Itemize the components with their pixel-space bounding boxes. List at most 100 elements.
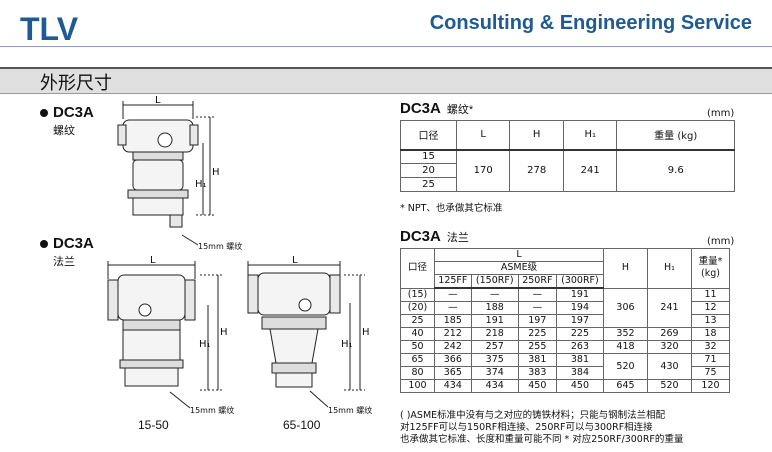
cell-H: 645: [603, 379, 648, 393]
cell-L: 170: [455, 148, 511, 192]
dimension-table-flanged: 口径 L H H₁ 重量* (kg) ASME级 125FF (150RF) 2…: [400, 248, 730, 393]
cell-weight: 11: [691, 287, 730, 302]
cell-L: 194: [555, 301, 605, 315]
unit-screwed: (mm): [707, 108, 735, 119]
table-row: 65 366 375 381 381 520 430 71: [400, 353, 730, 380]
cell-size: 100: [400, 379, 435, 393]
table-row: (20) — 188 — 194 12: [400, 301, 730, 315]
dim-H1-flanged-small: H₁: [199, 339, 211, 350]
model-label-screwed: DC3A: [40, 104, 94, 121]
cell-L: —: [470, 287, 519, 302]
cell-size: 25: [400, 314, 435, 328]
cell-L: 434: [434, 379, 472, 393]
cell-L: 225: [555, 327, 605, 341]
caption-65-100: 65-100: [283, 418, 321, 432]
cell-weight: 9.6: [616, 148, 735, 192]
cell-size: (15): [400, 287, 435, 302]
cell-H1: 320: [647, 340, 692, 354]
cell-H: 520: [603, 353, 648, 380]
cell-L: 255: [517, 340, 557, 354]
table-row: 50 242 257 255 263 418 320 32: [400, 340, 730, 354]
cell-L: 374: [470, 366, 519, 380]
note-line: 也承做其它标准、长度和重量可能不同 * 对应250RF/300RF的重量: [400, 434, 684, 445]
bullet-icon: [40, 240, 48, 249]
table-row: 100 434 434 450 450 645 520 120: [400, 379, 730, 393]
callout-flanged-large: 15mm 螺纹: [328, 405, 372, 415]
cell-L: 263: [555, 340, 605, 354]
connection-label-screwed: 螺纹: [53, 124, 75, 137]
header-250rf: 250RF: [517, 274, 557, 289]
cell-L: 242: [434, 340, 472, 354]
cell-size: 25: [400, 177, 457, 192]
cell-H1: 430: [647, 353, 692, 380]
dim-H-flanged-small: H: [220, 327, 228, 338]
header-size: 口径: [400, 120, 457, 150]
cell-L: 188: [470, 301, 519, 315]
cell-L: 191: [555, 287, 605, 302]
cell-L: 381: [517, 353, 557, 367]
note-screwed: * NPT、也承做其它标准: [400, 203, 503, 214]
bullet-icon: [40, 109, 48, 118]
cell-weight: 12: [691, 301, 730, 315]
header-125ff: 125FF: [434, 274, 472, 289]
header-divider: [0, 46, 772, 47]
model-label-flanged: DC3A: [40, 235, 94, 252]
cell-L: 191: [470, 314, 519, 328]
cell-weight: 71: [691, 353, 730, 367]
cell-L: —: [434, 287, 472, 302]
dimension-table-screwed: 口径 L H H₁ 重量 (kg) 15 170 278 241 9.6 20 …: [400, 120, 735, 192]
flanged-trap-small-drawing: [107, 261, 222, 409]
dim-H-screwed: H: [212, 167, 220, 178]
flanged-trap-large-drawing: [247, 261, 365, 408]
cell-size: 20: [400, 163, 457, 178]
cell-weight: 18: [691, 327, 730, 341]
header-title: Consulting & Engineering Service: [429, 12, 752, 34]
cell-H1: 269: [647, 327, 692, 341]
cell-H1: 241: [562, 148, 618, 192]
cell-size: 80: [400, 366, 435, 380]
caption-15-50: 15-50: [138, 418, 169, 432]
cell-L: 365: [434, 366, 472, 380]
table-row: 25 185 191 197 197 13: [400, 314, 730, 328]
callout-flanged-small: 15mm 螺纹: [190, 405, 234, 415]
header-size: 口径: [400, 248, 435, 289]
header-300rf: (300RF): [555, 274, 605, 289]
cell-L: 185: [434, 314, 472, 328]
cell-L: 212: [434, 327, 472, 341]
cell-L: 384: [555, 366, 605, 380]
cell-weight: 32: [691, 340, 730, 354]
header-150rf: (150RF): [470, 274, 519, 289]
cell-H: 306: [603, 287, 648, 328]
cell-L: —: [434, 301, 472, 315]
cell-size: 15: [400, 148, 457, 164]
header-H1: H₁: [647, 248, 692, 289]
table-row: 25: [400, 177, 735, 192]
cell-H1: 520: [647, 379, 692, 393]
cell-L: 257: [470, 340, 519, 354]
cell-size: 40: [400, 327, 435, 341]
cell-L: —: [517, 287, 557, 302]
header-weight: 重量* (kg): [691, 248, 730, 289]
cell-L: 450: [517, 379, 557, 393]
dim-H1-flanged-large: H₁: [341, 339, 353, 350]
table-row: 80 365 374 383 384 75: [400, 366, 730, 380]
dim-L-flanged-small: L: [150, 255, 156, 266]
note-line: ( )ASME标准中没有与之对应的铸铁材料；只能与钢制法兰相配: [400, 410, 666, 421]
cell-L: 197: [555, 314, 605, 328]
cell-L: 381: [555, 353, 605, 367]
cell-L: 197: [517, 314, 557, 328]
header-H: H: [603, 248, 648, 289]
dim-H1-screwed: H₁: [195, 179, 207, 190]
header-L: L: [455, 120, 511, 150]
section-bar: [0, 67, 772, 94]
table-row: 15 170 278 241 9.6: [400, 148, 735, 192]
dim-L-flanged-large: L: [292, 255, 298, 266]
header-H: H: [509, 120, 564, 150]
cell-weight: 120: [691, 379, 730, 393]
cell-size: 65: [400, 353, 435, 367]
table-row: 40 212 218 225 225 352 269 18: [400, 327, 730, 341]
cell-weight: 13: [691, 314, 730, 328]
cell-weight: 75: [691, 366, 730, 380]
